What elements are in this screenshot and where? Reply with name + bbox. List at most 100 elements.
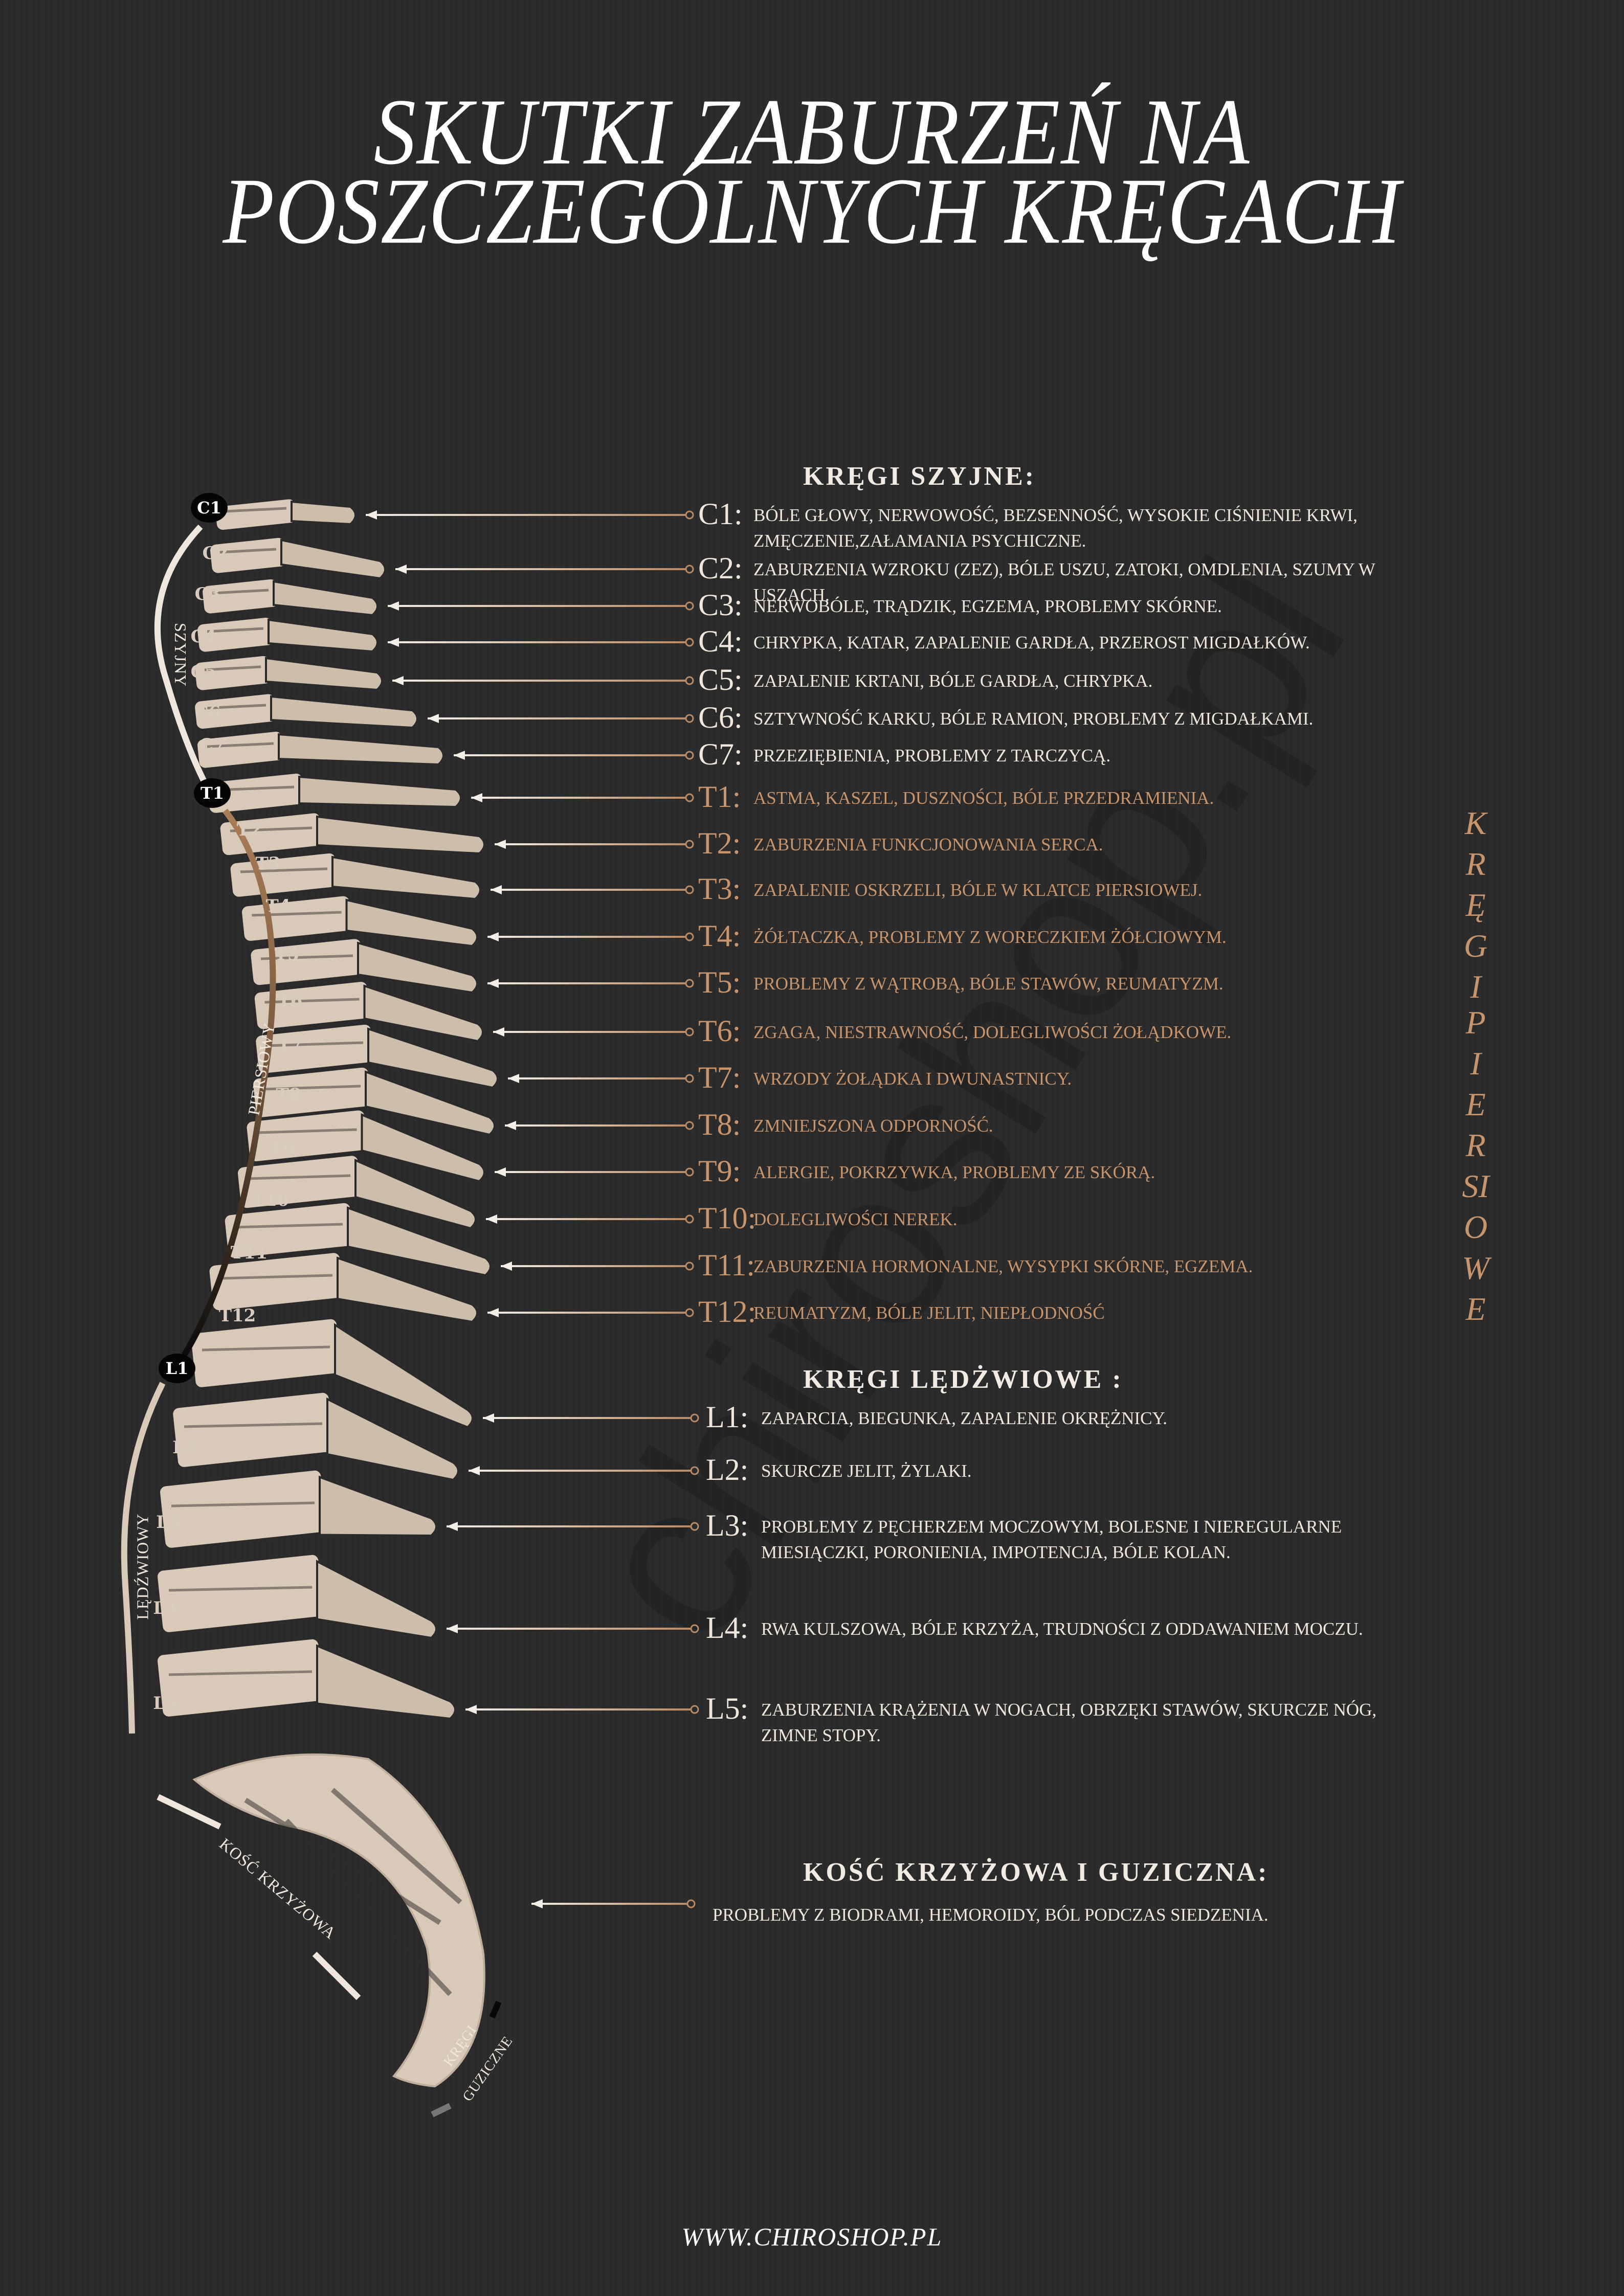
sacrum-bone [192, 1753, 485, 2088]
vertebra-label-t8: T8 [276, 1085, 301, 1105]
arrow-head-icon [505, 1121, 516, 1130]
entry-c5: C5:ZAPALENIE KRTANI, BÓLE GARDŁA, CHRYPK… [698, 663, 1418, 696]
vertebra-label-t7: T7 [277, 1034, 303, 1055]
entry-text: ZMNIEJSZONA ODPORNOŚĆ. [753, 1116, 993, 1136]
badge-t1: T1 [194, 778, 231, 808]
entry-l4: L4:RWA KULSZOWA, BÓLE KRZYŻA, TRUDNOŚCI … [706, 1612, 1426, 1643]
vertebra-label-c6: C6 [194, 703, 221, 723]
entry-c6: C6:SZTYWNOŚĆ KARKU, BÓLE RAMION, PROBLEM… [698, 701, 1418, 734]
vertebra-label-t10: T10 [252, 1190, 290, 1210]
vertebra-process-l1 [334, 1323, 474, 1429]
arrow-head-icon [454, 751, 465, 760]
entry-label: T10: [698, 1201, 757, 1235]
entry-label: T3: [698, 872, 741, 906]
arrow-end-circle-icon [686, 1899, 696, 1908]
entry-text: ASTMA, KASZEL, DUSZNOŚCI, BÓLE PRZEDRAMI… [753, 788, 1214, 808]
arrow-end-circle-icon [685, 510, 694, 520]
arrow-head-icon [388, 601, 399, 611]
vertebra-process-l3 [319, 1475, 437, 1537]
entry-c4: C4: CHRYPKA, KATAR, ZAPALENIE GARDŁA, PRZ… [698, 624, 1418, 658]
arrow-end-circle-icon [685, 1308, 694, 1317]
arrow-end-circle-icon [685, 885, 694, 894]
vertebra-hatch [207, 742, 274, 748]
sacrum-hatching [244, 1788, 462, 1996]
vertebra-hatch [184, 1422, 323, 1428]
entry-c7: C7:PRZEZIĘBIENIA, PROBLEMY Z TARCZYCĄ. [698, 739, 1418, 770]
entry-text: ZABURZENIA HORMONALNE, WYSYPKI SKÓRNE, E… [753, 1256, 1253, 1276]
entry-label: C4: [698, 624, 743, 658]
arrow-head-icon [487, 932, 499, 941]
arrow-end-circle-icon [685, 1121, 694, 1130]
entry-text: CHRYPKA, KATAR, ZAPALENIE GARDŁA, PRZERO… [753, 633, 1310, 652]
arrow-head-icon [395, 565, 407, 574]
vertebra-hatch [263, 1085, 361, 1091]
entry-label: L3: [706, 1509, 749, 1542]
vertebra-label-l3: L3 [156, 1512, 181, 1533]
entry-c2: C2:ZABURZENIA WZROKU (ZEZ), BÓLE USZU, Z… [698, 553, 1418, 608]
entry-label: C6: [698, 701, 743, 734]
entry-t1: T1: ASTMA, KASZEL, DUSZNOŚCI, BÓLE PRZEDR… [698, 780, 1418, 814]
arrow-head-icon [495, 840, 506, 849]
vertebra-hatch [257, 1128, 357, 1134]
vertebra-process-c4 [268, 618, 379, 653]
entry-t7: T7:WRZODY ŻOŁĄDKA I DWUNASTNICY. [698, 1062, 1418, 1093]
entry-label: T11: [698, 1248, 755, 1282]
arrow-head-icon [493, 1027, 504, 1037]
arrow-head-icon [447, 1624, 458, 1633]
entry-label: L5: [706, 1692, 749, 1725]
arrow-head-icon [487, 979, 499, 988]
entry-text: ZAPALENIE OSKRZELI, BÓLE W KLATCE PIERSI… [753, 880, 1203, 900]
vertebra-label-t11: T11 [230, 1243, 268, 1263]
vertebra-process-t11 [347, 1206, 492, 1277]
vertebra-hatch [207, 627, 264, 633]
vertebra-label-t3: T3 [255, 853, 281, 874]
vertebra-label-t4: T4 [265, 896, 291, 916]
vertebra-label-c2: C2 [202, 543, 229, 564]
vertebra-hatch [168, 1586, 313, 1592]
arrow-head-icon [501, 1262, 512, 1271]
vertebra-hatch [219, 1274, 333, 1280]
entry-t6: T6:ZGAGA, NIESTRAWNOŚĆ, DOLEGLIWOŚCI ŻOŁ… [698, 1016, 1418, 1046]
arrow-head-icon [471, 793, 482, 802]
arrow-end-circle-icon [685, 840, 694, 849]
arrow-end-circle-icon [685, 565, 694, 574]
entry-text: ALERGIE, POKRZYWKA, PROBLEMY ZE SKÓRĄ. [753, 1162, 1155, 1182]
vertebra-process-t2 [316, 815, 485, 855]
entry-label: C3: [698, 588, 743, 622]
entry-text: ZAPARCIA, BIEGUNKA, ZAPALENIE OKRĘŻNICY. [761, 1408, 1168, 1428]
sacrum-text: PROBLEMY Z BIODRAMI, HEMOROIDY, BÓL PODC… [713, 1905, 1269, 1925]
entry-text: ZABURZENIA FUNKCJONOWANIA SERCA. [753, 835, 1103, 854]
entry-label: T1: [698, 780, 741, 814]
vertebra-process-t8 [365, 1070, 496, 1136]
arrow-end-circle-icon [690, 1624, 699, 1633]
entry-t12: T12:REUMATYZM, BÓLE JELIT, NIEPŁODNOŚĆ [698, 1296, 1418, 1327]
vertebra-label-c4: C4 [190, 626, 217, 647]
vertebra-process-t9 [361, 1113, 485, 1183]
entry-text: SKURCZE JELIT, ŻYLAKI. [761, 1461, 972, 1481]
arrow-end-circle-icon [685, 1027, 694, 1037]
entry-c3: C3:NERWOBÓLE, TRĄDZIK, EGZEMA, PROBLEMY … [698, 588, 1418, 622]
arrow-end-circle-icon [685, 601, 694, 611]
entry-t11: T11:ZABURZENIA HORMONALNE, WYSYPKI SKÓRN… [698, 1248, 1418, 1282]
arrow-end-circle-icon [685, 793, 694, 802]
vertebra-process-t1 [298, 775, 462, 808]
entry-label: T5: [698, 965, 741, 999]
arrow-end-circle-icon [690, 1705, 699, 1714]
entry-text: ŻÓŁTACZKA, PROBLEMY Z WORECZKIEM ŻÓŁCIOW… [753, 927, 1227, 947]
arrow-end-circle-icon [685, 1167, 694, 1177]
title-line-1: SKUTKI ZABURZEŃ NA [373, 79, 1251, 184]
vertebra-hatch [235, 1223, 343, 1229]
entry-text: PROBLEMY Z WĄTROBĄ, BÓLE STAWÓW, REUMATY… [753, 974, 1223, 994]
entry-l5: L5:ZABURZENIA KRĄŻENIA W NOGACH, OBRZĘKI… [706, 1692, 1426, 1748]
vertebra-process-t4 [345, 898, 478, 948]
vertebra-body-l1 [189, 1317, 343, 1389]
arrow-end-circle-icon [685, 714, 694, 723]
arrow-end-circle-icon [685, 638, 694, 647]
entry-label: C5: [698, 663, 743, 696]
arrow-end-circle-icon [690, 1413, 699, 1423]
vertebra-body-l4 [155, 1552, 326, 1634]
entry-text: BÓLE GŁOWY, NERWOWOŚĆ, BEZSENNOŚĆ, WYSOK… [753, 505, 1358, 551]
vertebra-hatch [260, 954, 353, 960]
entry-label: C1: [698, 497, 743, 531]
arrow-end-circle-icon [685, 1214, 694, 1224]
